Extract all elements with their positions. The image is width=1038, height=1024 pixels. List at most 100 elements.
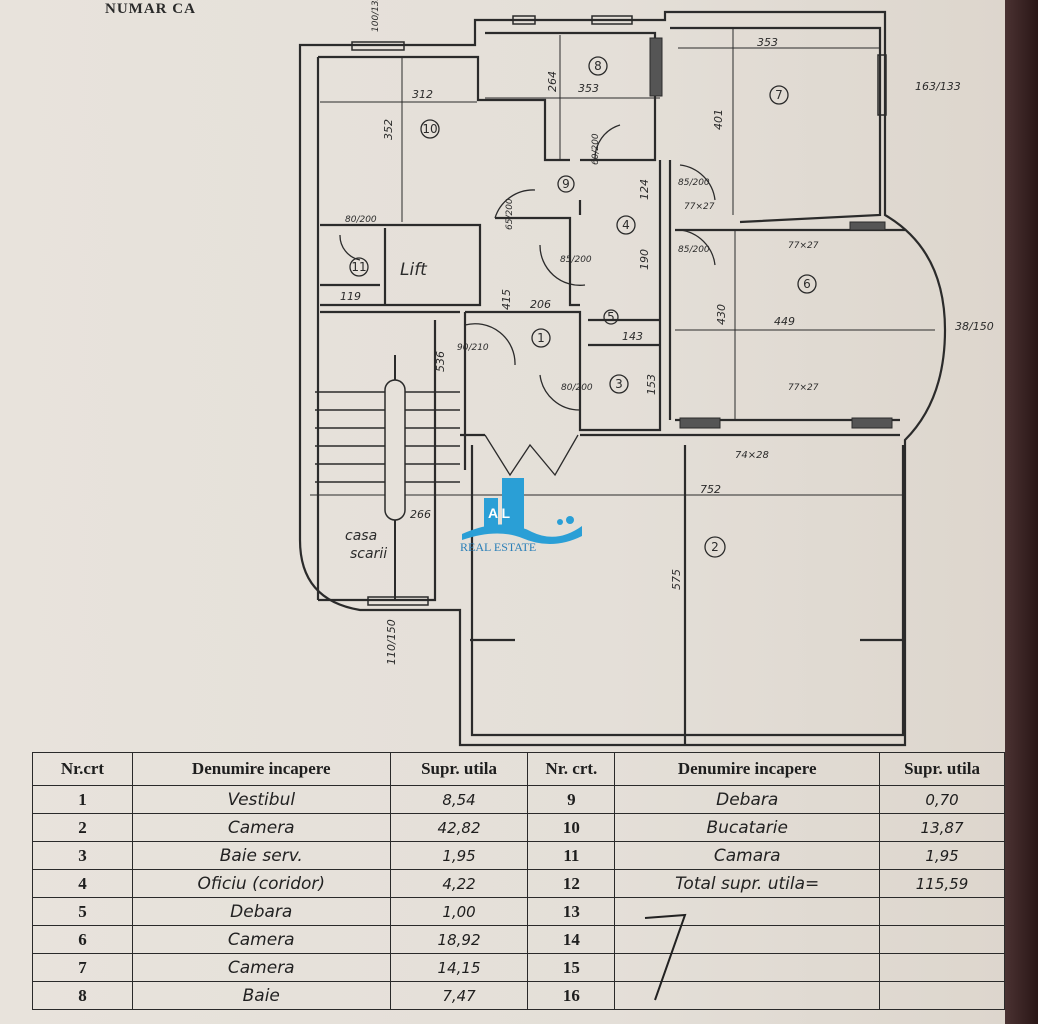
right-cell-name: Camara bbox=[614, 841, 881, 870]
radiator-74x28: 74×28 bbox=[735, 450, 769, 461]
door-90-210: 90/210 bbox=[457, 343, 489, 353]
radiator-77x27-b: 77×27 bbox=[788, 241, 819, 251]
dim-190: 190 bbox=[638, 249, 651, 270]
room-markers bbox=[349, 56, 817, 558]
right-cell-nr: 13 bbox=[527, 897, 616, 926]
left-cell-nr: 8 bbox=[32, 981, 133, 1010]
dim-401: 401 bbox=[712, 109, 725, 130]
dim-124: 124 bbox=[638, 179, 651, 200]
right-cell-area: 115,59 bbox=[879, 869, 1005, 898]
document-heading: NUMAR CA bbox=[105, 1, 196, 17]
dim-206: 206 bbox=[530, 298, 551, 311]
windows bbox=[351, 15, 887, 606]
header-nr-2: Nr. crt. bbox=[527, 752, 616, 786]
header-name: Denumire incapere bbox=[131, 752, 391, 786]
left-cell-name: Oficiu (coridor) bbox=[131, 869, 391, 898]
dim-143: 143 bbox=[622, 330, 643, 343]
left-cell-area: 4,22 bbox=[389, 869, 529, 898]
stairs bbox=[315, 379, 460, 521]
window-38-150: 38/150 bbox=[955, 320, 994, 333]
door-swings bbox=[339, 124, 716, 477]
left-cell-name: Camera bbox=[131, 813, 391, 842]
left-cell-name: Camera bbox=[131, 925, 391, 954]
door-65-200: 65/200 bbox=[505, 198, 515, 230]
room-label-1: 1 bbox=[537, 331, 545, 345]
window-110-150: 110/150 bbox=[385, 619, 398, 665]
left-cell-nr: 3 bbox=[32, 841, 133, 870]
dim-264: 264 bbox=[546, 71, 559, 92]
right-cell-name bbox=[614, 897, 881, 926]
header-name-2: Denumire incapere bbox=[614, 752, 881, 786]
dim-415: 415 bbox=[500, 289, 513, 310]
left-cell-nr: 1 bbox=[32, 785, 133, 814]
left-cell-name: Baie bbox=[131, 981, 391, 1010]
room-label-4: 4 bbox=[622, 218, 630, 232]
left-cell-nr: 7 bbox=[32, 953, 133, 982]
lift-label: Lift bbox=[400, 260, 428, 280]
left-cell-nr: 6 bbox=[32, 925, 133, 954]
right-cell-nr: 14 bbox=[527, 925, 616, 954]
room-label-7: 7 bbox=[775, 88, 783, 102]
dim-536: 536 bbox=[434, 351, 447, 372]
right-cell-nr: 16 bbox=[527, 981, 616, 1010]
door-60-200: 60/200 bbox=[591, 133, 601, 165]
dim-119: 119 bbox=[340, 290, 361, 303]
right-cell-area bbox=[879, 981, 1005, 1010]
watermark-logo: A L bbox=[462, 478, 582, 545]
left-cell-nr: 4 bbox=[32, 869, 133, 898]
radiator-77x27-a: 77×27 bbox=[684, 202, 715, 212]
room-label-8: 8 bbox=[594, 59, 602, 73]
left-cell-area: 7,47 bbox=[389, 981, 529, 1010]
left-cell-area: 1,95 bbox=[389, 841, 529, 870]
right-cell-nr: 15 bbox=[527, 953, 616, 982]
watermark-text: REAL ESTATE bbox=[460, 540, 537, 554]
dim-430: 430 bbox=[715, 304, 728, 325]
left-cell-area: 42,82 bbox=[389, 813, 529, 842]
left-cell-nr: 2 bbox=[32, 813, 133, 842]
left-cell-area: 18,92 bbox=[389, 925, 529, 954]
watermark-letters: A L bbox=[488, 505, 510, 521]
right-cell-nr: 9 bbox=[527, 785, 616, 814]
left-cell-name: Baie serv. bbox=[131, 841, 391, 870]
left-cell-area: 8,54 bbox=[389, 785, 529, 814]
right-cell-name: Total supr. utila= bbox=[614, 869, 881, 898]
dim-353-room7: 353 bbox=[757, 36, 778, 49]
header-nr: Nr.crt bbox=[32, 752, 133, 786]
right-cell-area: 0,70 bbox=[879, 785, 1005, 814]
right-cell-name: Debara bbox=[614, 785, 881, 814]
stairs-label-line2: scarii bbox=[350, 546, 387, 562]
stairs-label-line1: casa bbox=[345, 528, 377, 544]
dimension-lines bbox=[310, 28, 935, 600]
door-80-200-b: 80/200 bbox=[345, 215, 377, 225]
room-label-9: 9 bbox=[562, 177, 570, 191]
dim-352: 352 bbox=[382, 119, 395, 140]
right-cell-nr: 11 bbox=[527, 841, 616, 870]
door-85-200-c: 85/200 bbox=[678, 245, 710, 255]
door-80-200: 80/200 bbox=[561, 383, 593, 393]
door-85-200-a: 85/200 bbox=[560, 255, 592, 265]
table-header-row: Nr.crt Denumire incapere Supr. utila Nr.… bbox=[32, 752, 1005, 786]
hatched-blocks bbox=[649, 37, 893, 429]
outer-walls bbox=[298, 10, 947, 747]
right-cell-nr: 12 bbox=[527, 869, 616, 898]
left-cell-name: Debara bbox=[131, 897, 391, 926]
room-label-5: 5 bbox=[607, 310, 615, 324]
right-cell-area: 13,87 bbox=[879, 813, 1005, 842]
right-cell-name bbox=[614, 981, 881, 1010]
room-label-10: 10 bbox=[422, 122, 437, 136]
radiator-77x27-c: 77×27 bbox=[788, 383, 819, 393]
header-area: Supr. utila bbox=[389, 752, 529, 786]
dim-153: 153 bbox=[645, 374, 658, 395]
right-cell-area bbox=[879, 953, 1005, 982]
left-cell-area: 1,00 bbox=[389, 897, 529, 926]
dim-575: 575 bbox=[670, 569, 683, 590]
floor-plan: 10 8 7 9 4 6 1 5 3 11 2 Lift casa scarii… bbox=[298, 0, 994, 747]
dim-312: 312 bbox=[412, 88, 433, 101]
